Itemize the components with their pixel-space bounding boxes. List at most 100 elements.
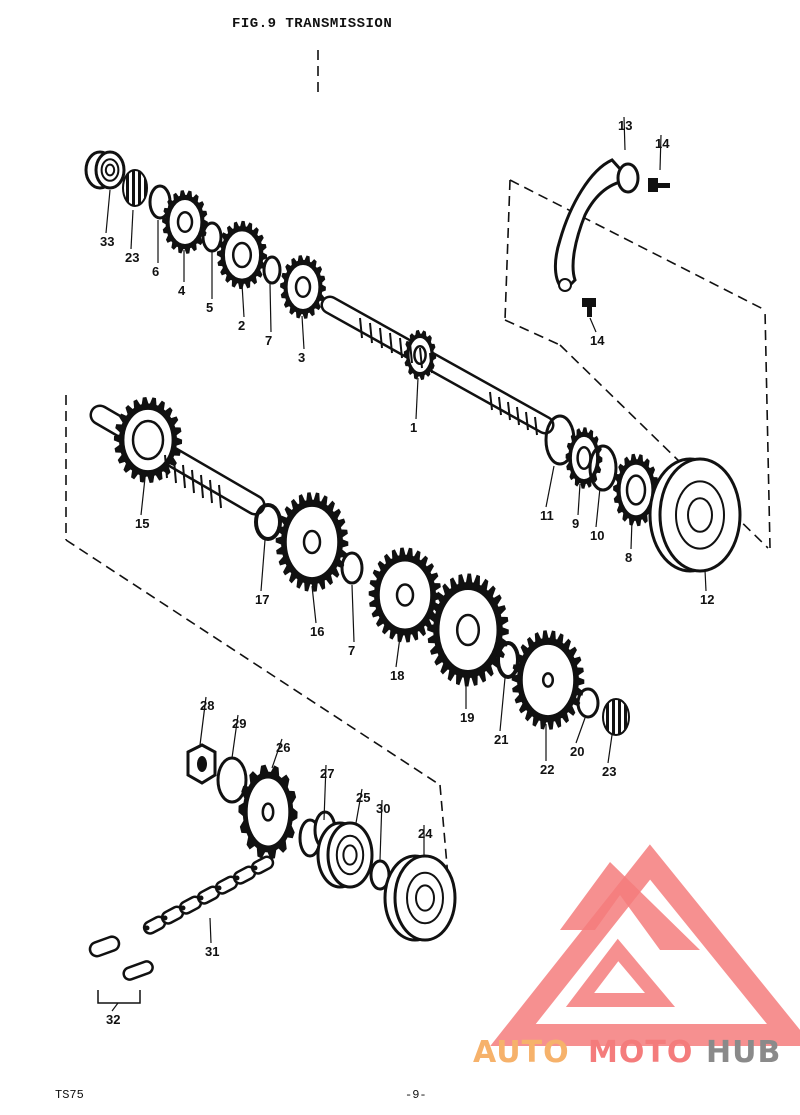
part-label-19: 19 — [460, 710, 474, 725]
part-label-26: 26 — [276, 740, 290, 755]
part-label-32: 32 — [106, 1012, 120, 1027]
leader-line-8 — [630, 519, 633, 550]
part-24-bearing — [383, 854, 457, 942]
part-label-18: 18 — [390, 668, 404, 683]
leader-line-12 — [704, 569, 707, 592]
part-label-13: 13 — [618, 118, 632, 133]
leader-line-16 — [311, 585, 317, 624]
part-14a-screw — [648, 178, 670, 192]
leader-line-28 — [199, 696, 207, 746]
model-code: TS75 — [55, 1088, 84, 1102]
page-title: FIG.9 TRANSMISSION — [232, 16, 393, 32]
logo-hub: HUB — [706, 1035, 781, 1070]
leader-line-14a — [659, 134, 662, 171]
part-23b-needle-bearing — [602, 698, 630, 736]
part-5-washer — [201, 221, 223, 253]
part-label-16: 16 — [310, 624, 324, 639]
part-label-22: 22 — [540, 762, 554, 777]
part-13-fork — [553, 158, 640, 292]
part-label-24: 24 — [418, 826, 433, 841]
part-label-12: 12 — [700, 592, 714, 607]
part-21-washer — [496, 641, 520, 679]
part-label-23a: 23 — [125, 250, 139, 265]
part-8-gear — [613, 453, 659, 527]
part-label-2: 2 — [238, 318, 245, 333]
part-25-seal — [316, 821, 374, 889]
part-label-28: 28 — [200, 698, 214, 713]
leader-line-7b — [351, 584, 355, 643]
part-label-7b: 7 — [348, 643, 355, 658]
part-10-washer — [588, 444, 618, 492]
part-7b-clip — [340, 551, 364, 585]
leader-line-32 — [111, 1002, 119, 1012]
leader-line-11 — [545, 465, 555, 508]
part-label-23b: 23 — [602, 764, 616, 779]
part-16-gear — [275, 492, 349, 592]
part-label-29: 29 — [232, 716, 246, 731]
leader-line-21 — [499, 677, 506, 732]
part-20-washer — [576, 687, 600, 719]
part-label-25: 25 — [356, 790, 370, 805]
leader-line-31 — [209, 917, 212, 944]
part-label-15: 15 — [135, 516, 149, 531]
part-labels: 3323645273113141411910812151716718192122… — [100, 116, 714, 1027]
part-label-10: 10 — [590, 528, 604, 543]
leader-line-10 — [595, 487, 601, 528]
part-12-bearing — [648, 457, 742, 573]
part-4-gear — [162, 190, 208, 254]
part-9-gear — [565, 427, 603, 489]
leader-line-27 — [323, 764, 327, 821]
leader-line-13 — [623, 116, 626, 151]
part-label-30: 30 — [376, 801, 390, 816]
part-label-17: 17 — [255, 592, 269, 607]
part-label-9: 9 — [572, 516, 579, 531]
part-23-needle-bearing — [122, 169, 148, 207]
part-label-5: 5 — [206, 300, 213, 315]
leader-line-26 — [271, 738, 283, 769]
part-label-3: 3 — [298, 350, 305, 365]
part-3-gear — [280, 255, 326, 319]
leader-line-17 — [260, 539, 266, 592]
part-33-bearing — [84, 150, 126, 190]
part-2-gear — [216, 220, 268, 290]
leader-line-2 — [241, 283, 245, 318]
leader-line-14b — [589, 317, 597, 333]
part-label-21: 21 — [494, 732, 508, 747]
part-label-11: 11 — [540, 508, 554, 523]
part-label-8: 8 — [625, 550, 632, 565]
leader-line-9 — [577, 483, 581, 516]
part-15-gear — [113, 396, 183, 484]
part-label-20: 20 — [570, 744, 584, 759]
part-label-14b: 14 — [590, 333, 605, 348]
leader-line-29 — [231, 714, 239, 759]
part-14b-screw — [582, 298, 596, 317]
part-19-gear — [427, 573, 509, 687]
page-number: -9- — [405, 1088, 427, 1102]
leader-line-25 — [355, 788, 363, 824]
part-28-nut — [186, 743, 217, 785]
leader-line-15 — [140, 477, 146, 516]
leader-line-33 — [105, 189, 111, 234]
part-26-sprocket — [238, 764, 298, 860]
part-29-washer — [216, 756, 248, 804]
brand-logo: AUTO MOTO HUB — [473, 844, 800, 1070]
leader-line-20 — [575, 717, 586, 744]
leader-line-23a — [130, 209, 134, 250]
leader-line-1 — [415, 377, 419, 420]
part-label-31: 31 — [205, 944, 219, 959]
part-label-33: 33 — [100, 234, 114, 249]
part-label-1: 1 — [410, 420, 417, 435]
leader-line-23b — [607, 734, 613, 764]
part-32-master-link — [88, 935, 154, 1004]
leader-line-18 — [395, 636, 401, 668]
part-31-chain — [142, 855, 275, 935]
part-label-6: 6 — [152, 264, 159, 279]
part-label-4: 4 — [178, 283, 186, 298]
part-18-gear — [368, 547, 442, 643]
part-label-7a: 7 — [265, 333, 272, 348]
leader-line-7a — [269, 283, 272, 333]
part-17-washer — [254, 503, 282, 541]
part-label-27: 27 — [320, 766, 334, 781]
